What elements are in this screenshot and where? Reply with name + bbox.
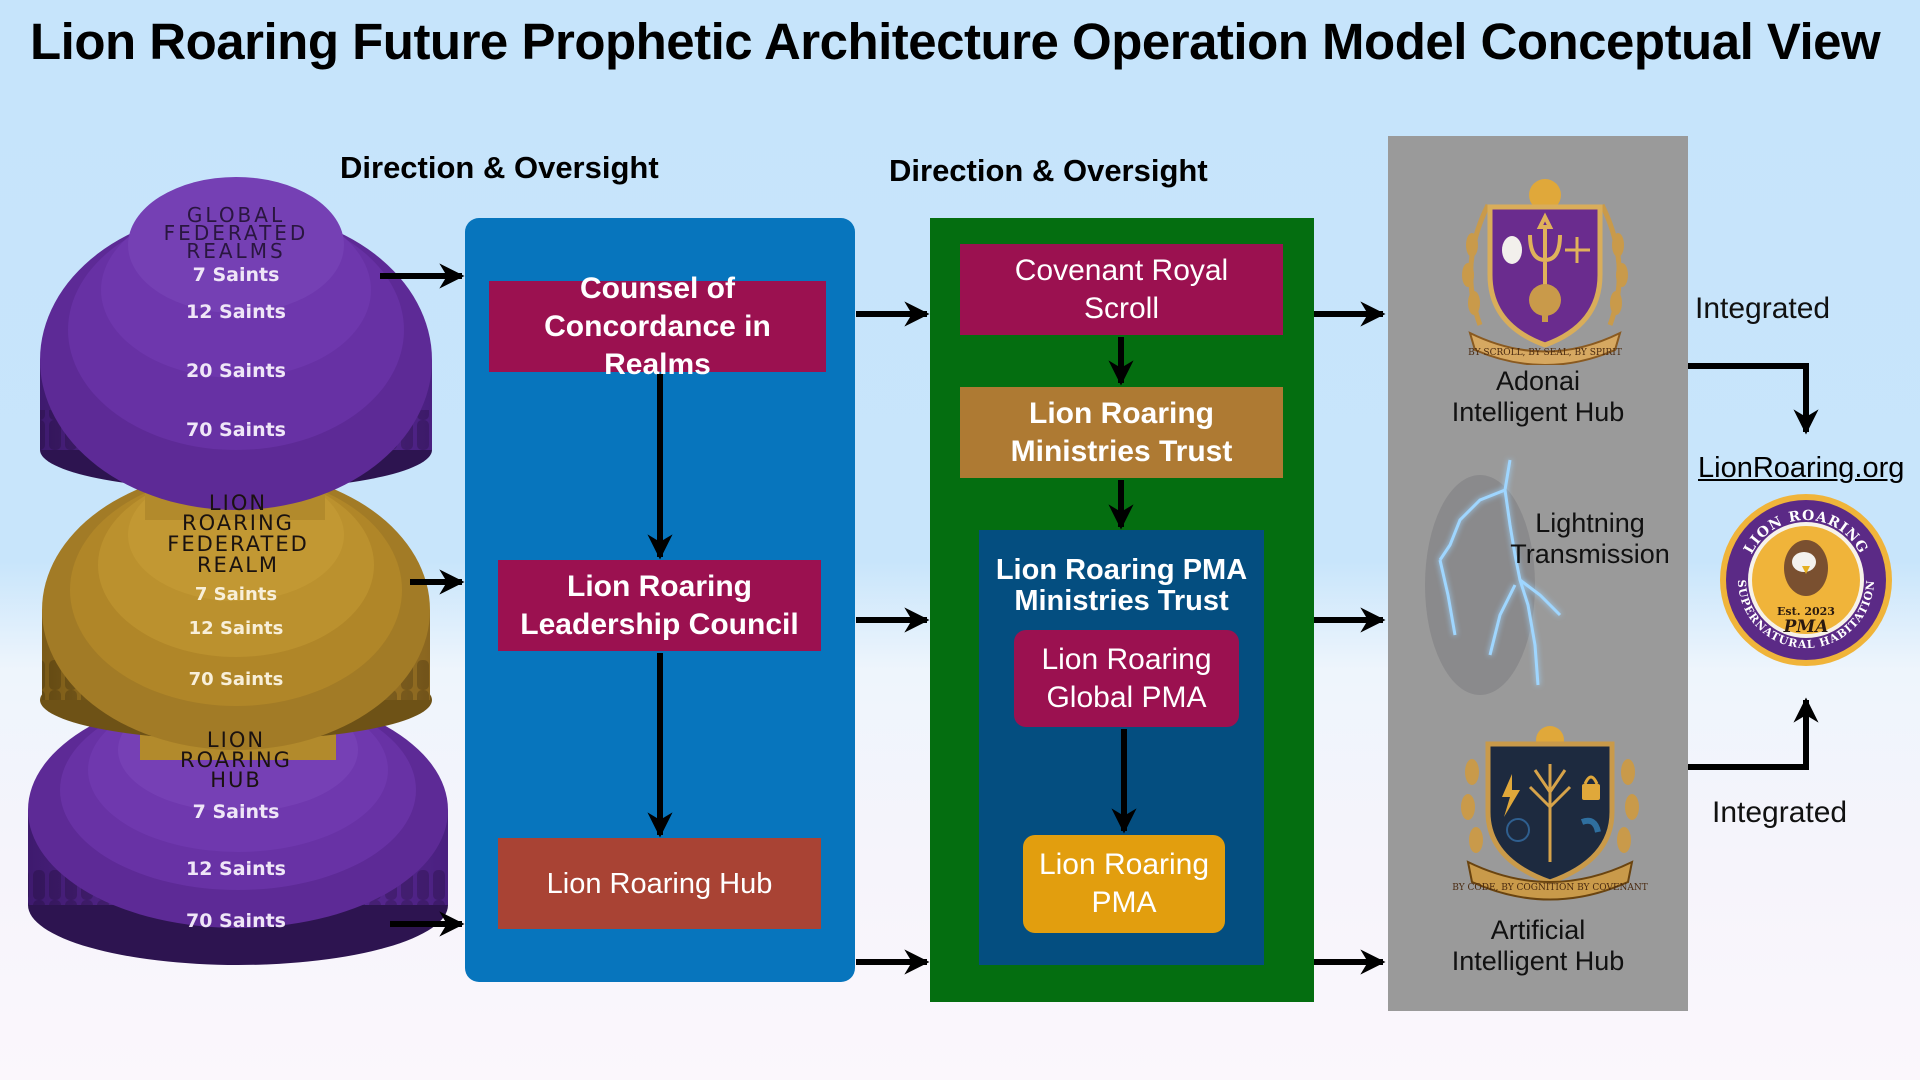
node-label-line: Concordance in Realms [544, 309, 771, 381]
tier-2-level-label: 7 Saints [195, 584, 277, 605]
tier-3-name-line: LION [207, 728, 265, 752]
heading-direction-oversight-middle: Direction & Oversight [889, 153, 1208, 188]
node-label-line: Lion Roaring [1041, 642, 1212, 676]
tier-2-name-line: REALM [197, 553, 279, 577]
label-line: Intelligent Hub [1451, 397, 1625, 427]
label-line: Transmission [1510, 539, 1670, 569]
adonai-crest-icon: BY SCROLL, BY SEAL, BY SPIRIT [1462, 179, 1628, 365]
pma-ministries-trust-title: Lion Roaring PMA Ministries Trust [979, 555, 1264, 617]
label-line: Intelligent Hub [1451, 946, 1625, 976]
node-label-line: Lion Roaring [1029, 396, 1214, 430]
title-line: Ministries Trust [1014, 585, 1229, 617]
heading-direction-oversight-left: Direction & Oversight [340, 150, 659, 185]
node-label-line: Global PMA [1046, 680, 1207, 714]
arrow-integrated-bottom [1688, 697, 1819, 770]
tier-3-level-label: 12 Saints [186, 858, 286, 880]
tier-3-level-label: 7 Saints [193, 801, 280, 823]
lionroaring-org-link[interactable]: LionRoaring.org [1698, 452, 1905, 484]
node-label-line: Covenant Royal [1014, 253, 1229, 287]
label-line: Lightning [1535, 508, 1645, 538]
label-line: Adonai [1495, 366, 1581, 396]
node-lion-roaring-hub[interactable]: Lion Roaring Hub [498, 838, 821, 929]
tier-global-federated-realms [40, 177, 432, 520]
tier-3-name-line: HUB [210, 768, 262, 792]
arrow-integrated-top [1688, 363, 1819, 435]
tier-3-level-label: 70 Saints [186, 910, 286, 932]
tier-1-name-line: REALMS [186, 239, 285, 263]
tier-lion-roaring-federated-realm [40, 469, 432, 760]
node-label-line: Lion Roaring [1038, 848, 1210, 881]
node-label-line: Counsel of [580, 271, 735, 305]
tier-lion-roaring-hub [28, 688, 448, 965]
ai-crest-icon: BY CODE, BY COGNITION BY COVENANT [1452, 726, 1648, 901]
adonai-hub-label: Adonai Intelligent Hub [1398, 366, 1678, 428]
node-label-line: PMA [1091, 886, 1157, 919]
page-title: Lion Roaring Future Prophetic Architectu… [30, 13, 1881, 70]
lightning-icon [1425, 459, 1562, 695]
ai-hub-label: Artificial Intelligent Hub [1398, 915, 1678, 977]
tier-1-name-line: FEDERATED [164, 221, 309, 245]
tier-1-name-line: GLOBAL [187, 203, 285, 227]
tier-3-name-line: ROARING [180, 748, 292, 772]
label-line: Artificial [1490, 915, 1586, 945]
tier-2-name-line: LION [209, 491, 267, 515]
tier-1-level-label: 7 Saints [193, 264, 280, 286]
tier-2-name-line: FEDERATED [167, 532, 309, 556]
node-label-line: Ministries Trust [1010, 434, 1233, 468]
node-label-line: Leadership Council [520, 607, 799, 641]
lightning-transmission-label: Lightning Transmission [1500, 508, 1680, 570]
integrated-label-bottom: Integrated [1712, 796, 1848, 829]
integrated-label-top: Integrated [1695, 292, 1831, 325]
node-label-line: Scroll [1083, 291, 1159, 325]
node-counsel-of-concordance[interactable]: Counsel of Concordance in Realms [489, 272, 826, 381]
tier-1-level-label: 70 Saints [186, 419, 286, 441]
title-line: Lion Roaring PMA [995, 554, 1248, 586]
tier-1-level-label: 20 Saints [186, 360, 286, 382]
lion-roaring-pma-badge-icon: LION ROARING SUPERNATURAL HABITATION Est… [1720, 494, 1892, 666]
tier-2-level-label: 70 Saints [189, 669, 284, 690]
tier-1-level-label: 12 Saints [186, 301, 286, 323]
tier-2-name-line: ROARING [182, 511, 294, 535]
adonai-motto: BY SCROLL, BY SEAL, BY SPIRIT [1468, 348, 1622, 358]
tier-2-level-label: 12 Saints [189, 618, 284, 639]
node-label-line: Lion Roaring Hub [546, 867, 773, 900]
badge-pma-text: PMA [1783, 617, 1829, 637]
ai-motto: BY CODE, BY COGNITION BY COVENANT [1452, 883, 1648, 893]
node-label-line: Lion Roaring [567, 569, 752, 603]
badge-est-text: Est. 2023 [1777, 605, 1835, 618]
